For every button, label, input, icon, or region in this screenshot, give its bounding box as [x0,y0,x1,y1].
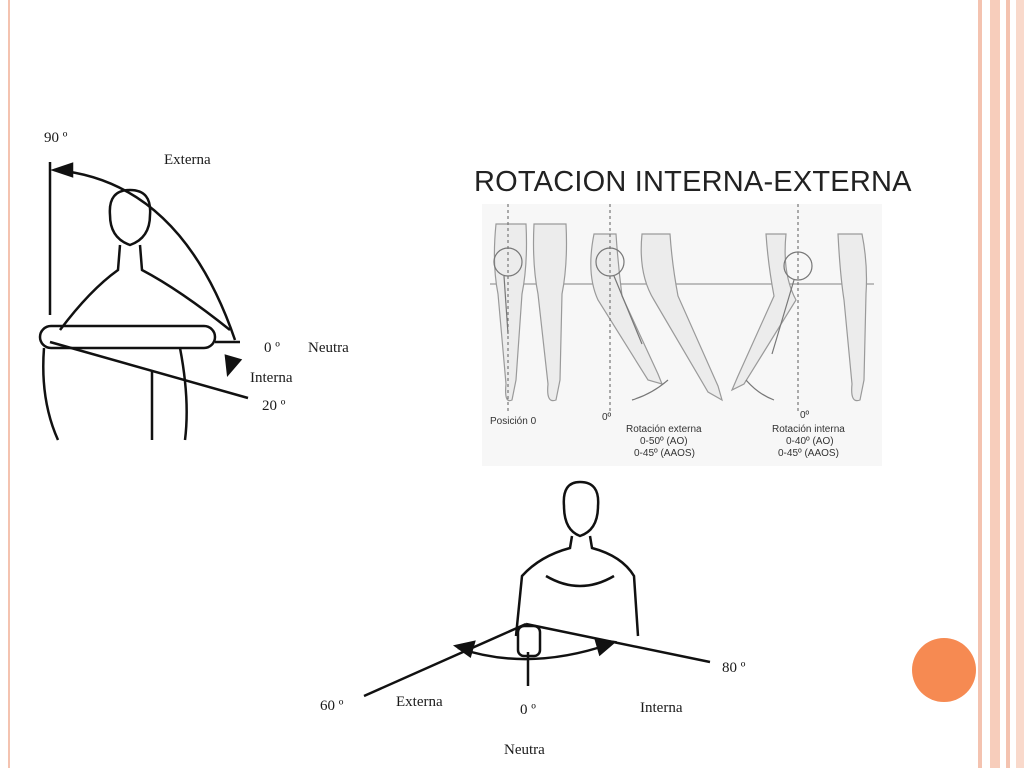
label-interna-arm: Interna [640,700,683,716]
label-neutra-arm: Neutra [504,742,545,758]
orange-circle-decoration [912,638,976,702]
label-neutra: Neutra [308,340,349,356]
slide-left-border [8,0,10,768]
label-0-a: 0º [602,412,612,423]
arm-rotation-figure: 60 º Externa 0 º Interna 80 º Neutra [310,476,770,768]
arm-illustration [363,480,711,698]
shoulder-illustration [38,162,249,441]
label-80-degrees: 80 º [722,660,746,676]
label-int-line1: Rotación interna [772,424,845,435]
hip-rotation-figure: Posición 0 0º Rotación externa 0-50º (AO… [482,204,882,466]
label-posicion-0: Posición 0 [490,416,537,427]
label-ext-line2: 0-50º (AO) [640,436,688,447]
shoulder-rotation-figure: 90 º Externa 0 º Neutra Interna 20 º [30,120,370,450]
slide-right-decoration [978,0,1024,768]
label-0-b: 0º [800,410,810,421]
label-int-line2: 0-40º (AO) [786,436,834,447]
label-90-degrees: 90 º [44,130,68,146]
label-externa-arm: Externa [396,694,443,710]
label-ext-line3: 0-45º (AAOS) [634,448,695,459]
label-ext-line1: Rotación externa [626,424,702,435]
label-externa: Externa [164,152,211,168]
label-0-degrees-arm: 0 º [520,702,536,718]
label-20-degrees: 20 º [262,398,286,414]
label-int-line3: 0-45º (AAOS) [778,448,839,459]
slide-title: ROTACION INTERNA-EXTERNA [474,166,912,198]
label-60-degrees: 60 º [320,698,344,714]
label-interna: Interna [250,370,293,386]
hip-illustration [482,204,882,466]
label-0-degrees: 0 º [264,340,280,356]
